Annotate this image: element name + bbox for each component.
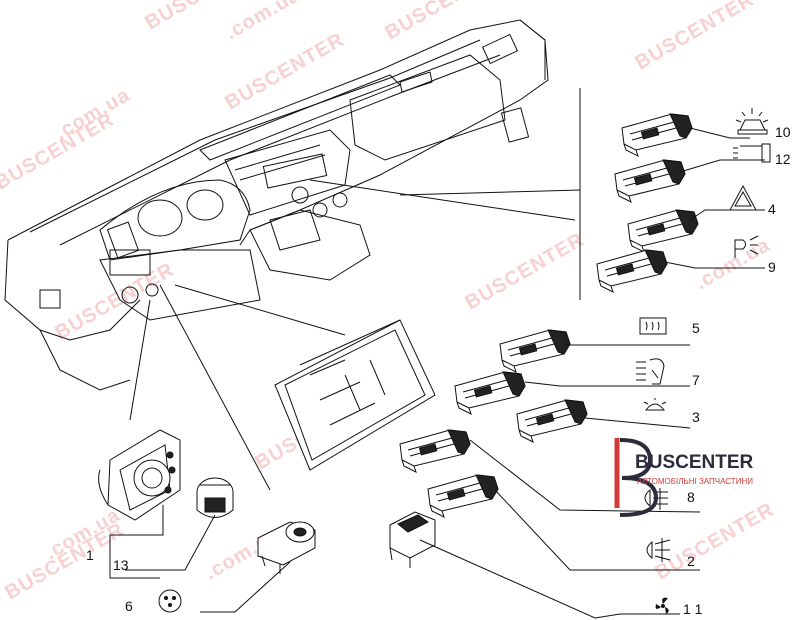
rear-defrost-icon	[639, 317, 667, 335]
watermark: BUSCENTER	[222, 29, 349, 115]
rear-fog-icon	[644, 488, 668, 510]
switch-4	[627, 209, 699, 253]
callout-2: 2	[687, 553, 695, 569]
parking-light-icon	[734, 235, 759, 258]
callout-12: 12	[775, 151, 791, 167]
callout-1: 1	[86, 547, 94, 563]
brand-name: BUSCENTER	[635, 452, 754, 473]
watermark: .com.ua	[222, 0, 305, 44]
part-13-knob	[196, 477, 234, 518]
dimmer-knob-icon	[158, 589, 182, 613]
switch-12	[614, 159, 686, 203]
part-1-light-switch-housing	[98, 429, 181, 521]
lamp-icon	[733, 143, 771, 163]
callout-4: 4	[768, 201, 776, 217]
hazard-triangle-icon	[729, 184, 757, 211]
switch-9	[596, 249, 668, 293]
watermark: .com.ua	[692, 234, 775, 294]
heated-seat-icon	[636, 358, 665, 385]
brand-subtitle: АВТОМОБІЛЬНІ ЗАПЧАСТИНИ	[637, 477, 753, 486]
interior-light-icon	[643, 398, 667, 411]
switch-11	[389, 511, 436, 568]
watermarks: BUSCENTER BUSCENTER BUSCENTER BUSCENTER …	[0, 0, 778, 604]
dashboard-illustration	[4, 19, 581, 491]
callout-9: 9	[768, 259, 776, 275]
front-fog-icon	[646, 538, 671, 562]
callout-8: 8	[687, 489, 695, 505]
watermark: BUSCENTER	[632, 0, 759, 74]
part-6-dimmer	[257, 521, 316, 574]
watermark: BUSCENTER	[382, 0, 509, 44]
callout-numbers: 10 12 4 9 5 7 3 8 2 1 1 1 13 6	[86, 124, 791, 617]
callout-5: 5	[692, 320, 700, 336]
callout-6: 6	[125, 598, 133, 614]
leader-lines	[109, 127, 765, 619]
brand-logo: BUSCENTER АВТОМОБІЛЬНІ ЗАПЧАСТИНИ	[614, 438, 754, 517]
callout-13: 13	[113, 557, 129, 573]
callout-7: 7	[692, 372, 700, 388]
callout-3: 3	[692, 409, 700, 425]
callout-10: 10	[775, 124, 791, 140]
switch-2	[427, 474, 499, 518]
rotating-beacon-icon	[735, 108, 769, 135]
watermark: BUSCENTER	[52, 259, 179, 345]
switch-8	[399, 429, 471, 473]
callout-11: 1 1	[683, 601, 703, 617]
switch-3	[516, 399, 588, 443]
switch-panel-frame	[274, 319, 436, 471]
switch-7	[454, 371, 526, 415]
switch-10	[621, 113, 693, 157]
fan-icon	[655, 597, 669, 614]
switch-5	[499, 329, 571, 373]
watermark: BUSCENTER	[462, 229, 589, 315]
